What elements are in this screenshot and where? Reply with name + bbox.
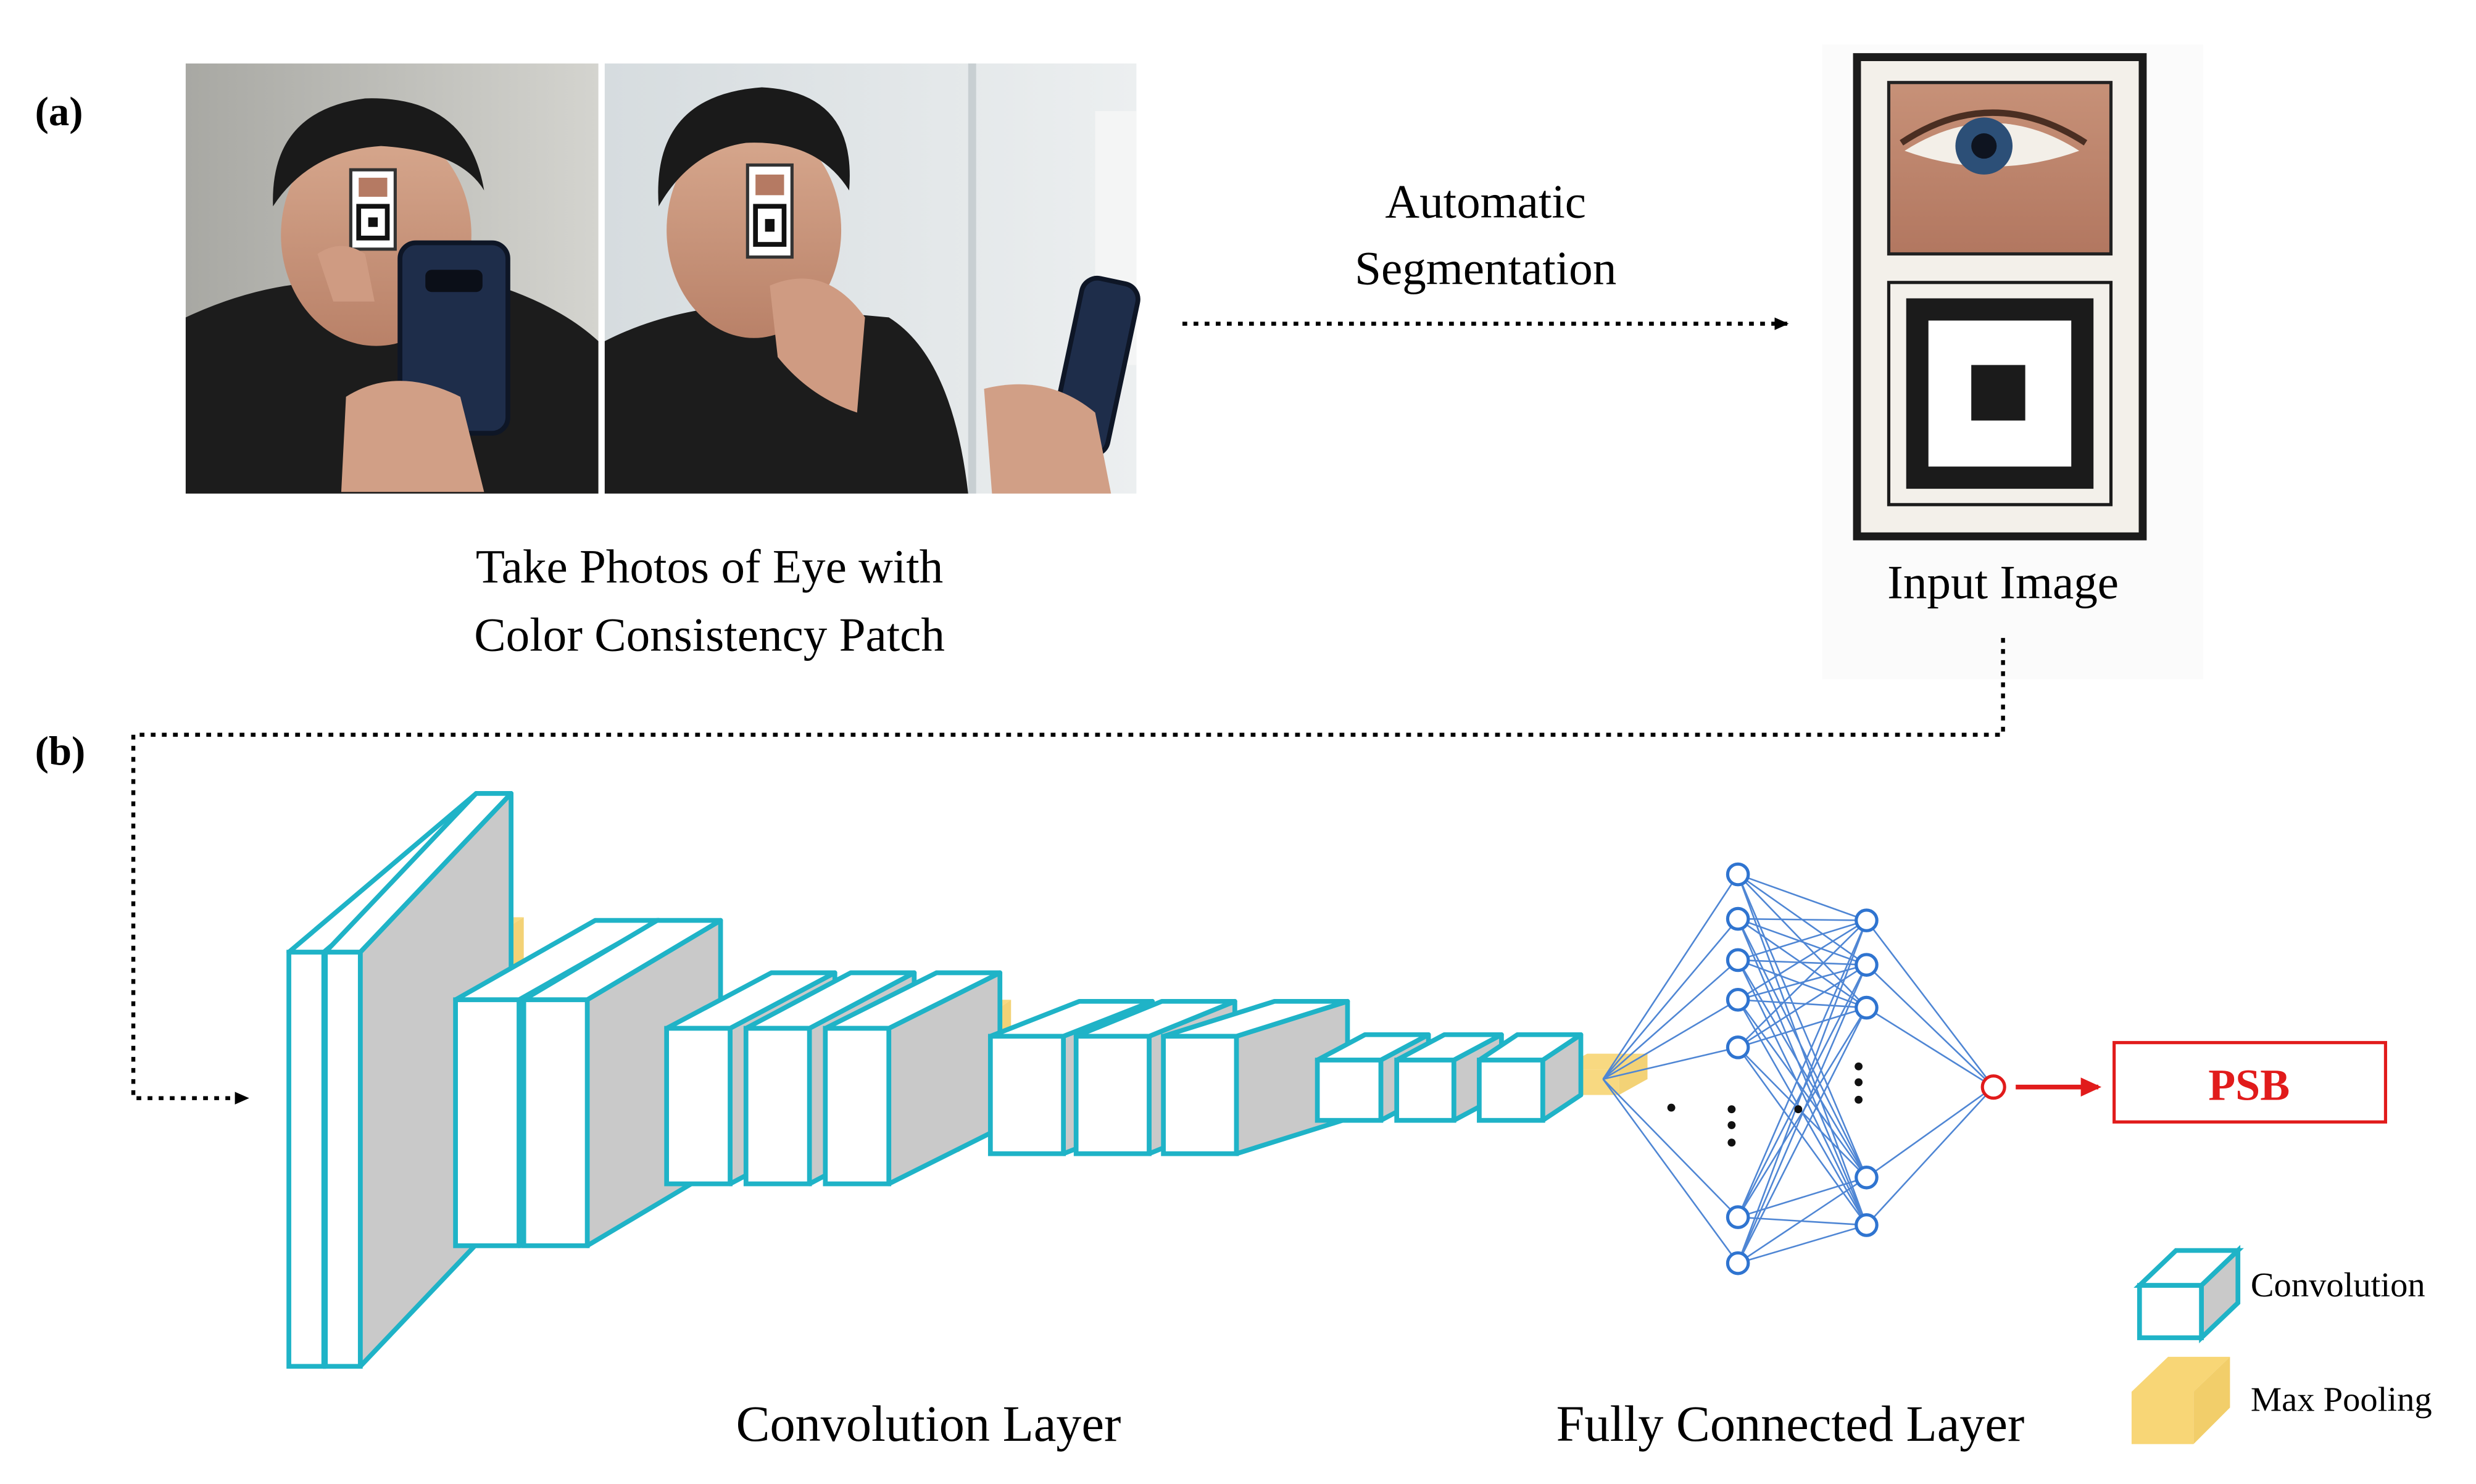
segmentation-label-line2: Segmentation <box>1355 241 1616 294</box>
fc-edge-6-1 <box>1737 920 1867 1218</box>
fc-nodes <box>1726 862 1879 1275</box>
fc-neuron-l2-2 <box>1855 953 1879 977</box>
cnn-architecture <box>286 791 1648 1369</box>
legend-convolution-label: Convolution <box>2251 1266 2425 1304</box>
conv-layer-caption: Convolution Layer <box>736 1396 1121 1452</box>
output-neuron <box>1980 1074 2006 1100</box>
fc-edge-7-5 <box>1737 1224 1867 1264</box>
fc-edge-out-4 <box>1866 1086 1994 1179</box>
photos-caption-line2: Color Consistency Patch <box>474 608 945 661</box>
fc-edge-out-1 <box>1866 919 1995 1088</box>
fc-edge-5-1 <box>1737 919 1867 1048</box>
fc-edge-out-2 <box>1866 964 1995 1088</box>
input-image <box>1822 44 2203 679</box>
fc-neuron-l1-7 <box>1726 1251 1750 1275</box>
color-patch-icon <box>1887 281 2113 507</box>
fc-neuron-l2-4 <box>1855 1165 1879 1190</box>
panel-a-label: (a) <box>35 89 83 135</box>
fc-edge-2-4 <box>1737 918 1867 1178</box>
photos-caption-line1: Take Photos of Eye with <box>476 540 943 593</box>
fc-edges <box>1602 873 1995 1264</box>
fc-edge-in-5 <box>1603 1047 1739 1080</box>
fc-edge-in-4 <box>1602 999 1739 1080</box>
ellipsis-dots <box>1667 1062 1863 1147</box>
fc-edge-out-3 <box>1866 1007 1994 1088</box>
fc-edge-7-2 <box>1737 964 1867 1264</box>
fc-edge-in-2 <box>1602 918 1739 1080</box>
segmentation-label-line1: Automatic <box>1385 175 1586 228</box>
eye-crop-icon <box>1887 81 2113 256</box>
fc-neuron-l1-4 <box>1726 987 1750 1012</box>
fc-edge-7-3 <box>1737 1007 1867 1264</box>
fc-neuron-l2-1 <box>1855 908 1879 932</box>
fc-edge-1-1 <box>1737 873 1867 921</box>
fc-neuron-l1-2 <box>1726 906 1750 931</box>
legend-max-pooling-label: Max Pooling <box>2251 1380 2432 1419</box>
fc-neuron-l2-5 <box>1855 1213 1879 1237</box>
input-image-caption: Input Image <box>1887 556 2119 609</box>
fc-neuron-l1-3 <box>1726 948 1750 972</box>
conv-block-7 <box>823 970 1003 1187</box>
color-patch-icon <box>746 163 794 259</box>
fc-edge-in-3 <box>1602 959 1739 1080</box>
photo-front-view <box>185 63 599 494</box>
fc-edge-1-4 <box>1737 874 1867 1178</box>
legend-max-pooling-swatch <box>2131 1356 2230 1445</box>
legend: Convolution Max Pooling <box>2131 1245 2432 1445</box>
fc-edge-6-4 <box>1737 1177 1867 1218</box>
fc-edge-2-5 <box>1737 918 1867 1225</box>
fc-edge-7-1 <box>1737 920 1867 1264</box>
fc-edge-in-7 <box>1602 1079 1739 1264</box>
fc-edge-4-1 <box>1737 919 1867 1001</box>
fc-edge-out-5 <box>1866 1086 1995 1226</box>
psb-output-label: PSB <box>2208 1060 2290 1109</box>
fc-neuron-l2-3 <box>1855 995 1879 1020</box>
fc-edge-in-6 <box>1602 1078 1739 1218</box>
fc-edge-3-1 <box>1737 919 1867 961</box>
color-patch-icon <box>349 168 397 251</box>
fc-edge-7-4 <box>1737 1177 1867 1264</box>
fc-edge-4-4 <box>1737 999 1867 1179</box>
photo-side-view <box>604 63 1140 494</box>
fc-edge-2-1 <box>1738 918 1867 921</box>
psb-output-box <box>2112 1041 2387 1124</box>
fc-edge-in-1 <box>1602 874 1739 1080</box>
fc-edge-2-2 <box>1737 918 1867 966</box>
panel-b-label: (b) <box>35 729 86 774</box>
legend-convolution-swatch <box>2133 1245 2244 1344</box>
fc-layer-caption: Fully Connected Layer <box>1556 1396 2025 1452</box>
fc-neuron-l1-6 <box>1726 1205 1750 1229</box>
flow-connector <box>131 637 2005 1105</box>
conv-block-13 <box>1477 1032 1584 1123</box>
fc-edge-3-2 <box>1738 959 1867 966</box>
fc-neuron-l1-1 <box>1726 862 1750 887</box>
fc-neuron-l1-5 <box>1726 1035 1750 1059</box>
